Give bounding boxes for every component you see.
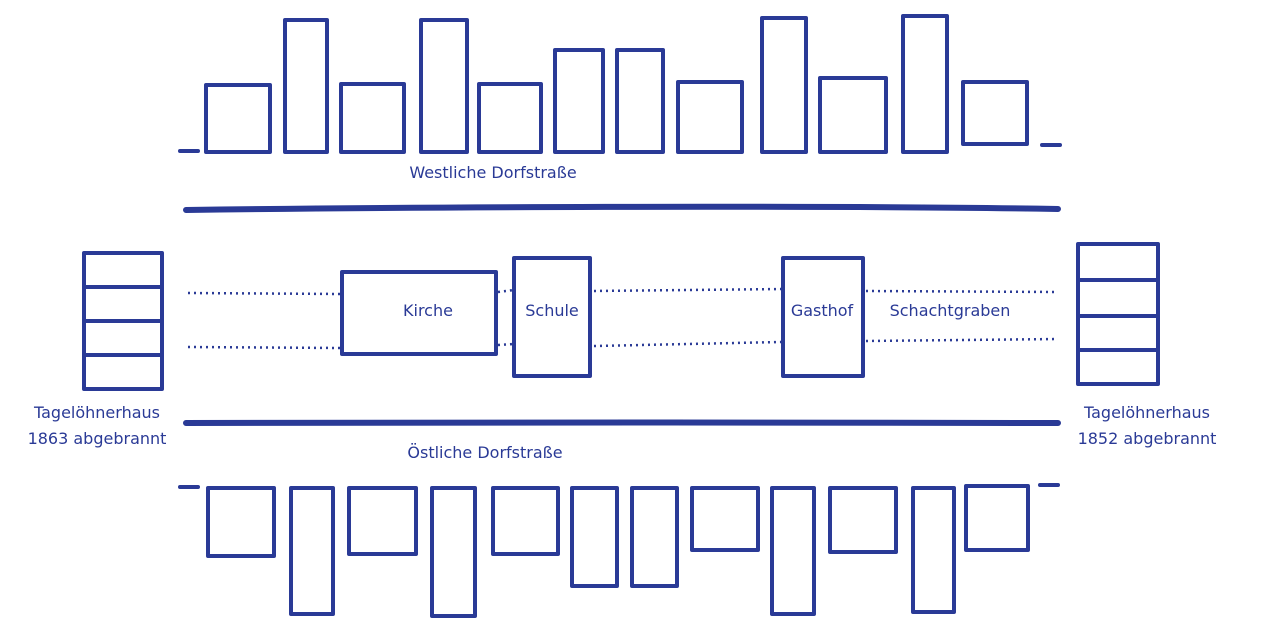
- west-house: [676, 80, 744, 154]
- dotted-boundaries: [187, 287, 1059, 350]
- inn-building: [781, 256, 865, 378]
- west-house: [419, 18, 469, 154]
- east-street-line: [183, 419, 1061, 427]
- east-house: [828, 486, 898, 554]
- east-house: [347, 486, 418, 556]
- west-house: [961, 80, 1029, 146]
- east-house: [570, 486, 619, 588]
- right-laborer-house: [1076, 242, 1160, 386]
- west-house: [553, 48, 605, 154]
- west-house: [615, 48, 665, 154]
- left-house-label-line2: 1863 abgebrannt: [28, 429, 167, 448]
- ditch-label: Schachtgraben: [890, 301, 1011, 320]
- west-house: [818, 76, 888, 154]
- west-street-label: Westliche Dorfstraße: [409, 163, 576, 182]
- school-label: Schule: [525, 301, 579, 320]
- church-label: Kirche: [403, 301, 453, 320]
- west-row-houses: [204, 14, 1029, 154]
- school-building: [512, 256, 592, 378]
- right-house-label-line2: 1852 abgebrannt: [1078, 429, 1217, 448]
- inn-label: Gasthof: [791, 301, 854, 320]
- west-house: [901, 14, 949, 154]
- church-building: [340, 270, 498, 356]
- west-street-line: [183, 203, 1061, 213]
- east-row-houses: [206, 484, 1030, 618]
- west-house: [204, 83, 272, 154]
- west-house: [760, 16, 808, 154]
- east-house: [770, 486, 816, 616]
- east-house: [911, 486, 956, 614]
- east-house: [430, 486, 477, 618]
- east-street-label: Östliche Dorfstraße: [407, 443, 562, 462]
- left-house-label-line1: Tagelöhnerhaus: [33, 403, 160, 422]
- east-house: [690, 486, 760, 552]
- west-house: [339, 82, 406, 154]
- right-house-label-line1: Tagelöhnerhaus: [1083, 403, 1210, 422]
- east-house: [206, 486, 276, 558]
- west-house: [283, 18, 329, 154]
- left-laborer-house: [82, 251, 164, 391]
- west-house: [477, 82, 543, 154]
- east-house: [491, 486, 560, 556]
- east-house: [630, 486, 679, 588]
- east-house: [289, 486, 335, 616]
- east-house: [964, 484, 1030, 552]
